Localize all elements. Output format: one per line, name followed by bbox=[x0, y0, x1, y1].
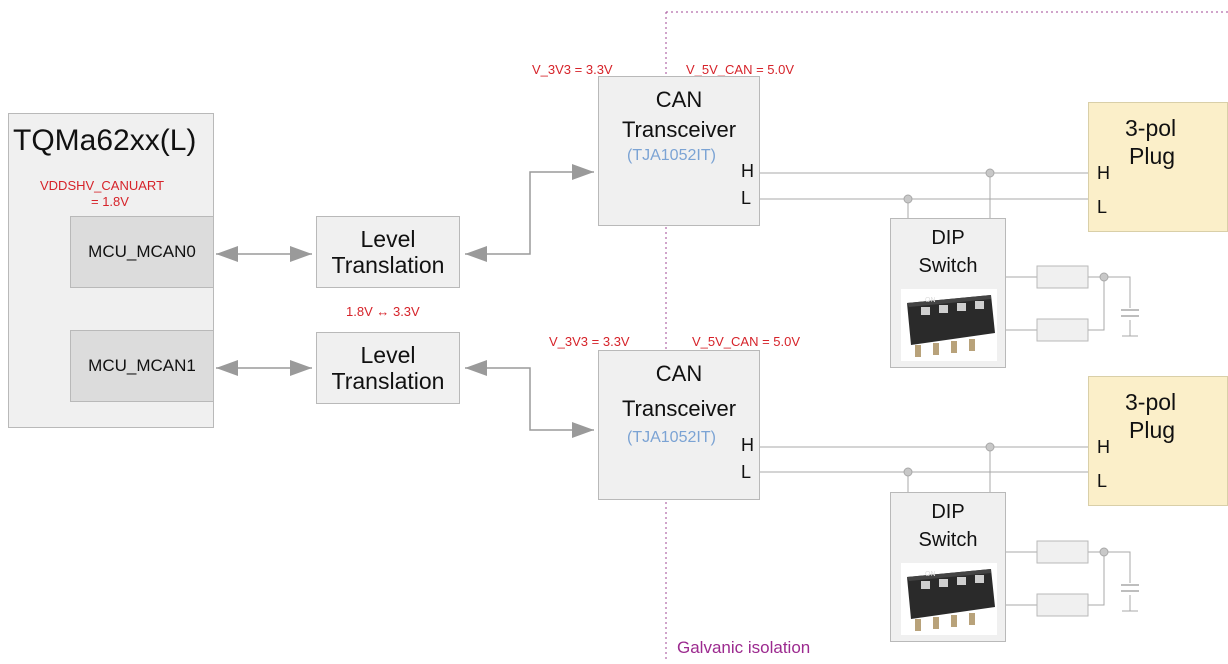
plug-pin-h: H bbox=[1097, 437, 1110, 457]
dip-switch-2: DIP Switch ON bbox=[890, 492, 1006, 642]
transceiver-pin-l: L bbox=[741, 188, 752, 208]
dip-switch-1: DIP Switch ON bbox=[890, 218, 1006, 368]
plug-line2: Plug bbox=[1129, 417, 1176, 443]
transceiver-1-v5v: V_5V_CAN = 5.0V bbox=[686, 62, 795, 77]
level-translation-line2: Translation bbox=[331, 252, 445, 278]
module-voltage-value: = 1.8V bbox=[91, 194, 129, 209]
level-translation-voltage: 1.8V ↔ 3.3V bbox=[346, 304, 420, 319]
termination-resistor bbox=[1036, 540, 1089, 564]
level-translation-line1: Level bbox=[360, 226, 416, 252]
transceiver-pin-l: L bbox=[741, 462, 752, 482]
dip-line1: DIP bbox=[931, 227, 965, 249]
plug-pin-l: L bbox=[1097, 197, 1108, 217]
termination-resistor bbox=[1036, 265, 1089, 289]
transceiver-part-number: (TJA1052IT) bbox=[627, 147, 716, 164]
plug-pin-h: H bbox=[1097, 163, 1110, 183]
transceiver-pin-h: H bbox=[741, 161, 754, 181]
svg-text:ON: ON bbox=[925, 571, 936, 578]
module-voltage-label: VDDSHV_CANUART bbox=[40, 178, 165, 193]
transceiver-2-v3v3: V_3V3 = 3.3V bbox=[549, 334, 630, 349]
dip-line2: Switch bbox=[918, 529, 978, 551]
transceiver-pin-h: H bbox=[741, 435, 754, 455]
level-translation-2: Level Translation bbox=[316, 332, 460, 404]
level-translation-line2: Translation bbox=[331, 368, 445, 394]
dip-line1: DIP bbox=[931, 501, 965, 523]
mcan1-port: MCU_MCAN1 bbox=[70, 330, 214, 402]
plug-line2: Plug bbox=[1129, 143, 1176, 169]
termination-resistor bbox=[1036, 318, 1089, 342]
plug-1: 3-pol Plug H L bbox=[1088, 102, 1228, 232]
transceiver-line1: CAN bbox=[655, 87, 703, 112]
transceiver-part-number: (TJA1052IT) bbox=[627, 429, 716, 446]
galvanic-isolation-label: Galvanic isolation bbox=[677, 638, 811, 657]
dip-switch-image: ON bbox=[901, 563, 997, 635]
dip-switch-image: ON bbox=[901, 289, 997, 361]
lt2-transceiver-link bbox=[465, 367, 594, 431]
svg-text:ON: ON bbox=[925, 297, 936, 304]
dip-line2: Switch bbox=[918, 255, 978, 277]
transceiver-2-v5v: V_5V_CAN = 5.0V bbox=[692, 334, 801, 349]
plug-line1: 3-pol bbox=[1125, 389, 1177, 415]
can-transceiver-2: CAN Transceiver (TJA1052IT) H L bbox=[598, 350, 760, 500]
lt1-transceiver-link bbox=[465, 171, 594, 255]
isolation-boundary bbox=[665, 11, 1228, 660]
plug-line1: 3-pol bbox=[1125, 115, 1177, 141]
termination-resistor bbox=[1036, 593, 1089, 617]
transceiver-line1: CAN bbox=[655, 361, 703, 386]
plug-pin-l: L bbox=[1097, 471, 1108, 491]
level-translation-1: Level Translation bbox=[316, 216, 460, 288]
plug-2: 3-pol Plug H L bbox=[1088, 376, 1228, 506]
level-translation-line1: Level bbox=[360, 342, 416, 368]
transceiver-line2: Transceiver bbox=[621, 396, 737, 421]
transceiver-1-v3v3: V_3V3 = 3.3V bbox=[532, 62, 613, 77]
transceiver-line2: Transceiver bbox=[621, 117, 737, 142]
can-transceiver-1: CAN Transceiver (TJA1052IT) H L bbox=[598, 76, 760, 226]
mcan0-port: MCU_MCAN0 bbox=[70, 216, 214, 288]
module-title: TQMa62xx(L) bbox=[13, 124, 197, 157]
